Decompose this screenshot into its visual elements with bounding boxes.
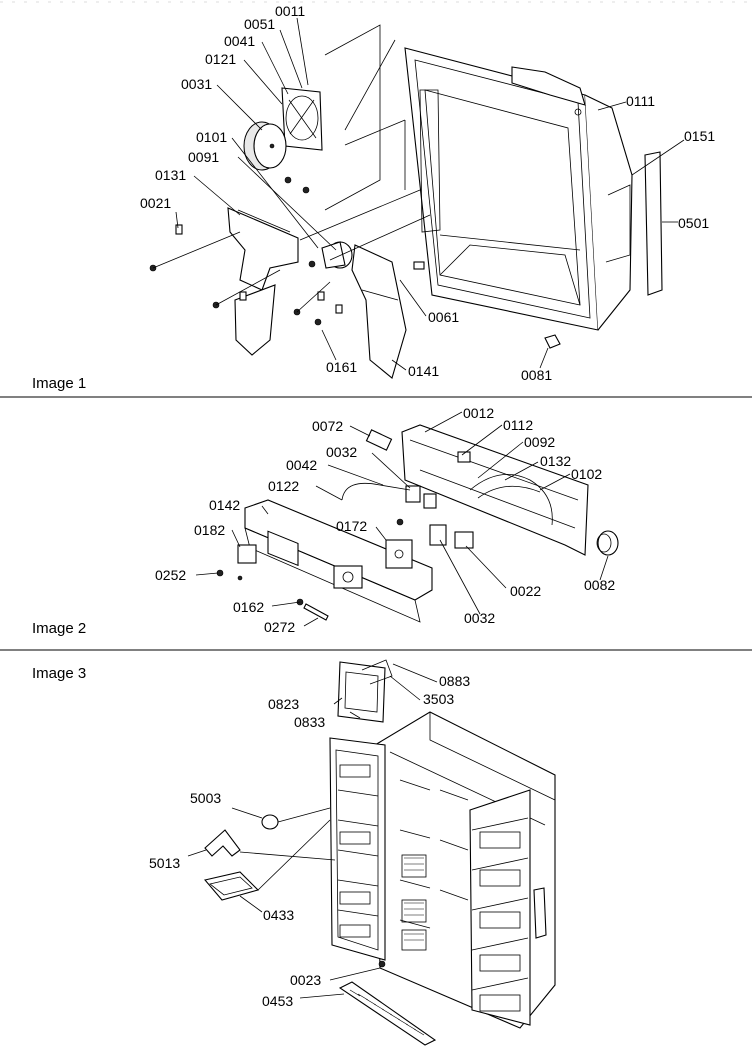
- callout: 0112: [503, 417, 533, 433]
- callout: 0021: [140, 195, 171, 211]
- callout: 0061: [428, 309, 459, 325]
- callout: 0252: [155, 567, 186, 583]
- callout: 0131: [155, 167, 186, 183]
- callout: 0023: [290, 972, 321, 988]
- callout: 0031: [181, 76, 212, 92]
- callout: 0012: [463, 405, 494, 421]
- strip-0501: [644, 151, 663, 296]
- callout: 0272: [264, 619, 295, 635]
- callout: 0132: [540, 453, 571, 469]
- callout: 0091: [188, 149, 219, 165]
- image-2-leaders: [195, 411, 609, 627]
- panel-title-image-2: Image 2: [32, 620, 86, 637]
- image-3-leaders: [187, 663, 438, 999]
- image-3-drawing: [203, 659, 556, 1046]
- callout: 0051: [244, 16, 275, 32]
- callout: 0111: [626, 93, 655, 109]
- grille-0453: [338, 981, 437, 1046]
- callout: 5003: [190, 790, 221, 806]
- callout: 0041: [224, 33, 255, 49]
- image-1-drawing: [149, 24, 663, 379]
- callout: 0833: [294, 714, 325, 730]
- callout: 0022: [510, 583, 541, 599]
- callout: 0122: [268, 478, 299, 494]
- callout: 0172: [336, 518, 367, 534]
- callout: 0161: [326, 359, 357, 375]
- callout: 0101: [196, 129, 227, 145]
- callout: 0011: [275, 3, 305, 19]
- cover-0823: [337, 661, 386, 723]
- callout: 0072: [312, 418, 343, 434]
- callout: 0823: [268, 696, 299, 712]
- callout: 0032: [464, 610, 495, 626]
- callout: 0102: [571, 466, 602, 482]
- callout: 0092: [524, 434, 555, 450]
- callout: 0182: [194, 522, 225, 538]
- callout: 0042: [286, 457, 317, 473]
- image-1-leaders: [175, 17, 685, 371]
- callout: 0883: [439, 673, 470, 689]
- callout: 0141: [408, 363, 439, 379]
- callout: 0453: [262, 993, 293, 1009]
- panel-title-image-1: Image 1: [32, 375, 86, 392]
- callout: 0162: [233, 599, 264, 615]
- image-2-drawing: [216, 424, 619, 623]
- callout: 0081: [521, 367, 552, 383]
- callout: 0082: [584, 577, 615, 593]
- callout: 5013: [149, 855, 180, 871]
- callout: 0142: [209, 497, 240, 513]
- callout: 3503: [423, 691, 454, 707]
- callout: 0121: [205, 51, 236, 67]
- callout: 0501: [678, 215, 709, 231]
- chute-left: [234, 284, 276, 356]
- callout: 0151: [684, 128, 715, 144]
- panel-title-image-3: Image 3: [32, 665, 86, 682]
- callout: 0433: [263, 907, 294, 923]
- callout: 0032: [326, 444, 357, 460]
